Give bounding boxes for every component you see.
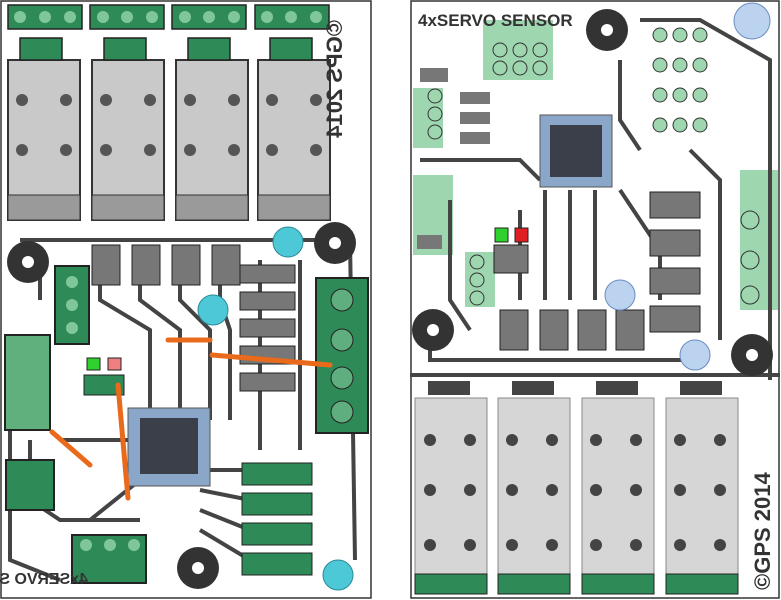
left-servo-headers — [241, 462, 313, 576]
left-microcontroller — [140, 418, 198, 474]
right-resistors — [417, 68, 701, 333]
right-copyright-label: ©GPS 2014 — [750, 472, 775, 590]
led-red — [107, 357, 122, 371]
left-copyright-label: ©GPS 2014 — [322, 20, 347, 138]
right-led-red — [514, 227, 529, 243]
relay — [254, 4, 331, 221]
left-jumpers — [49, 337, 333, 501]
right-relays — [414, 381, 739, 595]
right-transistors — [499, 309, 645, 351]
relay — [89, 4, 165, 221]
right-mounting-holes — [412, 2, 773, 376]
left-resistors — [91, 244, 296, 392]
right-microcontroller — [550, 125, 602, 177]
left-header-c — [5, 459, 55, 511]
left-mounting-holes — [7, 222, 356, 591]
left-panel: 4xSERVO SENSOR ©GPS 2014 — [0, 0, 372, 599]
relay — [7, 4, 83, 221]
left-header-b — [4, 334, 51, 431]
left-board-label: 4xSERVO SENSOR — [0, 571, 88, 588]
left-relays — [7, 4, 331, 221]
right-led-green — [494, 227, 509, 243]
relay — [171, 4, 249, 221]
right-board-label: 4xSERVO SENSOR — [418, 11, 573, 30]
right-panel: 4xSERVO SENSOR ©GPS 2014 — [410, 0, 780, 599]
led-green — [86, 357, 101, 371]
right-header-pads — [427, 27, 760, 306]
